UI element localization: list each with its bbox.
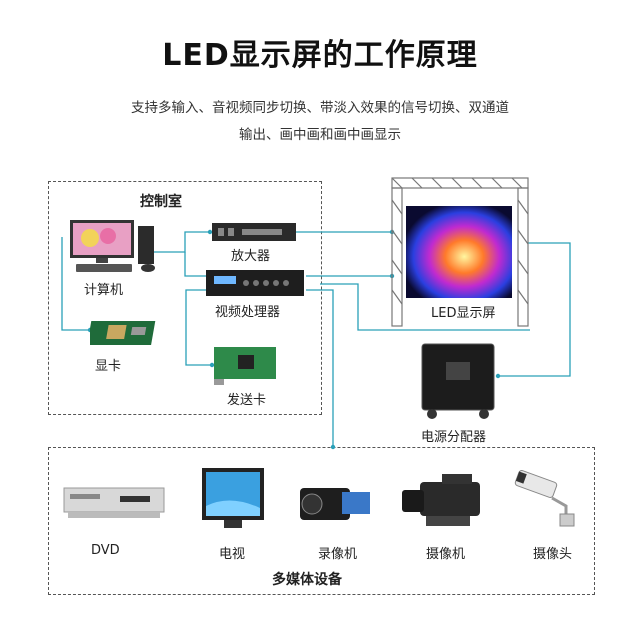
control-room-title: 控制室 <box>140 194 182 210</box>
led-screen-label: LED显示屏 <box>431 306 496 321</box>
led-screen-icon <box>391 177 529 327</box>
tv-icon <box>202 468 264 528</box>
dvd-label: DVD <box>91 543 120 558</box>
graphics-card-label: 显卡 <box>95 359 122 374</box>
power-distributor-icon <box>421 343 495 419</box>
subtitle-line-1: 支持多输入、音视频同步切换、带淡入效果的信号切换、双通道 <box>131 100 509 116</box>
control-room-box <box>48 181 322 415</box>
sender-card-label: 发送卡 <box>227 393 267 408</box>
camcorder-icon <box>300 488 370 520</box>
amplifier-label: 放大器 <box>231 249 271 264</box>
computer-label: 计算机 <box>84 283 124 298</box>
video-processor-label: 视频处理器 <box>215 305 281 320</box>
amplifier-icon <box>212 223 296 241</box>
multimedia-title: 多媒体设备 <box>272 572 342 588</box>
page-title: LED显示屏的工作原理 <box>162 38 478 73</box>
subtitle: 支持多输入、音视频同步切换、带淡入效果的信号切换、双通道 输出、画中画和画中画显… <box>60 95 580 149</box>
sender-card-icon <box>214 347 276 385</box>
security-camera-label: 摄像头 <box>533 547 573 562</box>
dvd-icon <box>63 487 165 518</box>
computer-icon <box>70 220 155 272</box>
tv-label: 电视 <box>219 547 246 562</box>
multimedia-box <box>48 447 595 595</box>
subtitle-line-2: 输出、画中画和画中画显示 <box>239 127 401 143</box>
power-distributor-label: 电源分配器 <box>421 430 487 445</box>
video-processor-icon <box>206 270 304 296</box>
security-camera-icon <box>514 470 575 527</box>
camcorder-label: 录像机 <box>318 547 358 562</box>
video-camera-icon <box>402 474 480 526</box>
video-camera-label: 摄像机 <box>426 547 466 562</box>
graphics-card-icon <box>90 321 156 345</box>
